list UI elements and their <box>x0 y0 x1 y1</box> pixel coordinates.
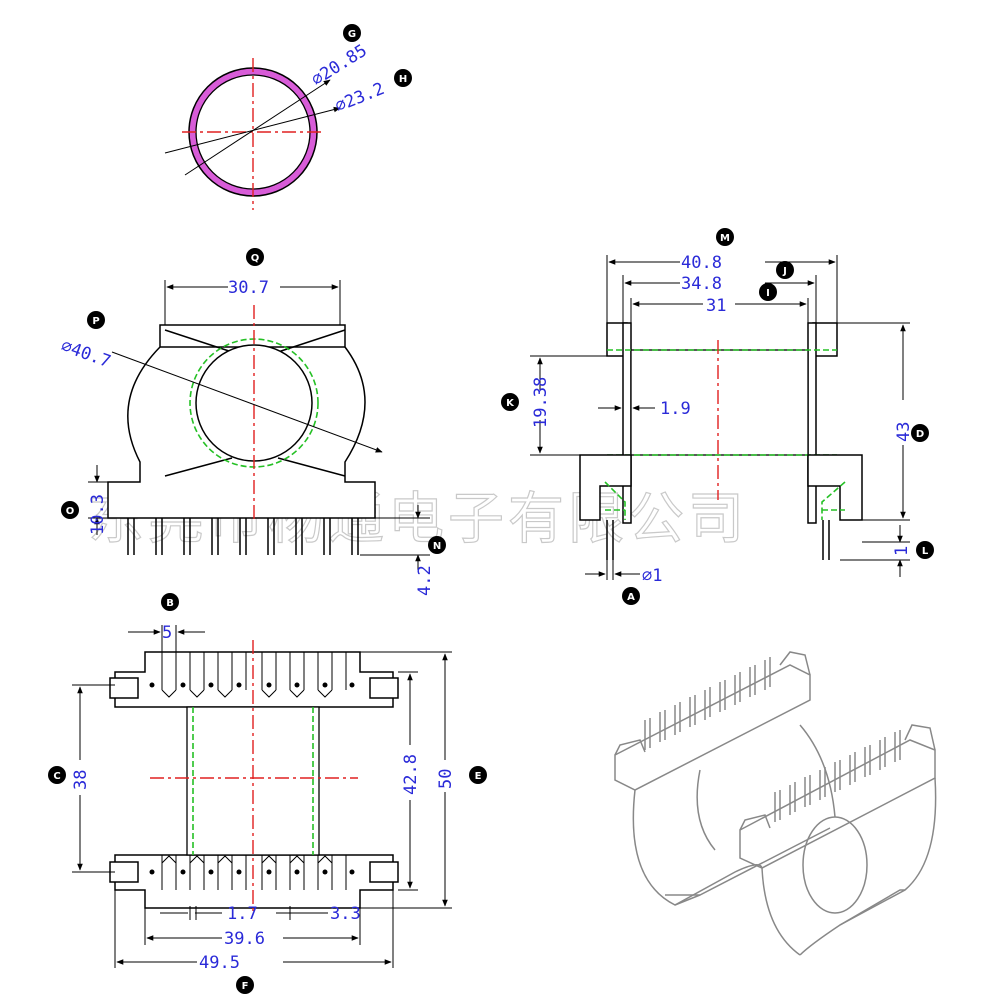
svg-text:I: I <box>766 288 770 299</box>
dim-q: 30.7 <box>228 278 269 298</box>
dim-p: ⌀40.7 <box>58 336 113 372</box>
svg-text:O: O <box>66 506 75 517</box>
svg-text:M: M <box>720 233 730 244</box>
svg-text:P: P <box>92 316 99 327</box>
svg-text:F: F <box>242 981 249 992</box>
dim-a: ⌀1 <box>642 566 662 586</box>
svg-text:N: N <box>433 541 441 552</box>
label-g: G <box>343 24 361 42</box>
dim-w3: 39.6 <box>224 929 265 949</box>
dim-b: 5 <box>162 623 172 643</box>
dim-d: 43 <box>894 422 914 442</box>
svg-text:E: E <box>475 771 482 782</box>
label-p: P <box>87 311 105 329</box>
label-i: I <box>759 283 777 301</box>
dim-k2: 1.9 <box>660 399 691 419</box>
label-d: D <box>911 424 929 442</box>
dim-g: ⌀20.85 <box>308 41 371 91</box>
callout-labels: G H Q P O N M J I K D L A B C E F <box>48 24 934 994</box>
label-a: A <box>622 587 640 605</box>
dim-inner: 42.8 <box>401 754 421 795</box>
label-l: L <box>916 541 934 559</box>
label-c: C <box>48 766 66 784</box>
dim-j: 34.8 <box>681 274 722 294</box>
dim-c: 38 <box>71 770 91 790</box>
svg-text:H: H <box>399 74 407 85</box>
label-j: J <box>776 261 794 279</box>
svg-text:K: K <box>506 398 515 409</box>
svg-text:A: A <box>627 592 635 603</box>
dim-h: ⌀23.2 <box>332 79 387 117</box>
dim-w1: 1.7 <box>227 904 258 924</box>
svg-text:Q: Q <box>251 253 260 264</box>
svg-text:G: G <box>348 29 356 40</box>
svg-text:J: J <box>782 266 787 277</box>
ring-view: ⌀20.85 ⌀23.2 <box>164 41 387 210</box>
dim-w2: 3.3 <box>330 904 361 924</box>
svg-text:B: B <box>166 598 174 609</box>
label-q: Q <box>246 248 264 266</box>
label-k: K <box>501 393 519 411</box>
isometric-view <box>614 651 937 956</box>
label-o: O <box>61 501 79 519</box>
label-f: F <box>236 976 254 994</box>
svg-text:L: L <box>922 546 929 557</box>
dim-i: 31 <box>706 296 726 316</box>
label-h-top: H <box>394 69 412 87</box>
dim-k: 19.38 <box>531 377 551 428</box>
dim-f: 49.5 <box>199 953 240 973</box>
bottom-view: 5 38 42.8 50 1.7 3.3 39.6 <box>71 623 456 973</box>
label-n: N <box>428 536 446 554</box>
dim-m: 40.8 <box>681 253 722 273</box>
front-view: 30.7 ⌀40.7 10.3 4.2 <box>58 278 435 596</box>
dim-e: 50 <box>436 769 456 789</box>
dim-l: 1 <box>892 546 912 556</box>
svg-text:C: C <box>53 771 60 782</box>
svg-text:D: D <box>916 429 924 440</box>
dim-n: 4.2 <box>415 565 435 596</box>
label-e: E <box>469 766 487 784</box>
label-m: M <box>716 228 734 246</box>
side-view: 40.8 34.8 31 19.38 1.9 43 1 <box>530 253 914 586</box>
dim-o: 10.3 <box>88 494 108 535</box>
label-b: B <box>161 593 179 611</box>
